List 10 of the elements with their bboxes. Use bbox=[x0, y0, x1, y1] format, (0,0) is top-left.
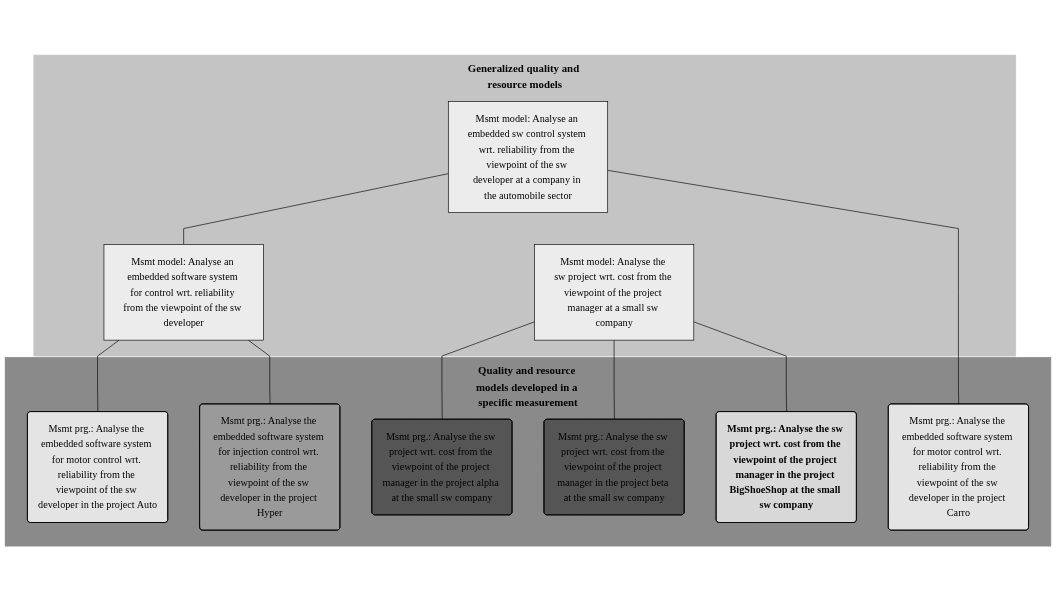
connector bbox=[693, 321, 787, 413]
node-box: Msmt model: Analyse the sw project wrt. cost from the viewpoint of the project manager at a small sw company bbox=[534, 244, 695, 341]
connector bbox=[247, 339, 271, 405]
connector bbox=[613, 339, 615, 420]
connector bbox=[441, 321, 535, 420]
node-box: Msmt model: Analyse an embedded software system for control wrt. reliability from the viewpoint of the sw developer bbox=[103, 244, 264, 341]
connector bbox=[183, 173, 449, 245]
connector bbox=[607, 169, 960, 405]
node-box: Msmt model: Analyse an embedded sw control system wrt. reliability from the viewpoint of the sw developer at a company in the automobile sector bbox=[447, 101, 609, 213]
connector bbox=[97, 339, 120, 413]
